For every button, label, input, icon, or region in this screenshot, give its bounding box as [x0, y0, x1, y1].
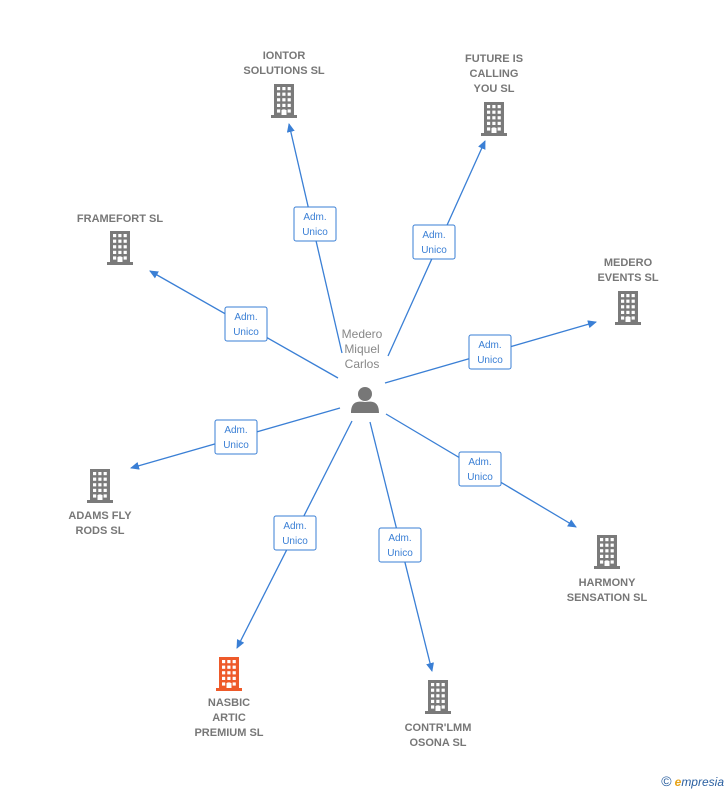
- relation-badge-box: [378, 527, 422, 563]
- relation-badge-box: [458, 451, 502, 487]
- relation-badge-harmony[interactable]: Adm. Unico: [458, 451, 502, 487]
- company-name-adams[interactable]: RODS SL: [76, 525, 125, 537]
- person-name[interactable]: Carlos: [345, 357, 380, 371]
- building-icon-iontor[interactable]: [271, 84, 297, 118]
- relation-label-line: Adm.: [388, 533, 411, 544]
- company-name-nasbic[interactable]: PREMIUM SL: [194, 727, 263, 739]
- building-icon-framefort[interactable]: [107, 231, 133, 265]
- building-icon-harmony[interactable]: [594, 535, 620, 569]
- relation-badge-box: [224, 306, 268, 342]
- relation-label-line: Adm.: [468, 457, 491, 468]
- building-icon-contrlmm[interactable]: [425, 680, 451, 714]
- building-icon-medero-events[interactable]: [615, 291, 641, 325]
- relation-badge-framefort[interactable]: Adm. Unico: [224, 306, 268, 342]
- company-name-harmony[interactable]: HARMONY: [579, 577, 636, 589]
- company-name-medero-events[interactable]: EVENTS SL: [597, 272, 658, 284]
- person-icon[interactable]: [351, 387, 379, 413]
- building-icon-adams[interactable]: [87, 469, 113, 503]
- brand-logo-initial: e: [674, 775, 682, 789]
- relation-label-line: Adm.: [422, 230, 445, 241]
- relation-label-line: Adm.: [303, 212, 326, 223]
- relation-badge-box: [468, 334, 512, 370]
- company-name-adams[interactable]: ADAMS FLY: [68, 510, 132, 522]
- relation-label-line: Unico: [223, 440, 249, 451]
- building-icon-nasbic[interactable]: [216, 657, 242, 691]
- relation-badge-adams[interactable]: Adm. Unico: [214, 419, 258, 455]
- relation-badge-box: [412, 224, 456, 260]
- company-name-medero-events[interactable]: MEDERO: [604, 257, 653, 269]
- relation-label-line: Unico: [302, 227, 328, 238]
- relation-badge-box: [214, 419, 258, 455]
- company-name-contrlmm[interactable]: OSONA SL: [409, 737, 466, 749]
- relation-label-line: Unico: [467, 472, 493, 483]
- relation-label-line: Unico: [387, 548, 413, 559]
- company-name-nasbic[interactable]: ARTIC: [212, 712, 246, 724]
- company-name-nasbic[interactable]: NASBIC: [208, 697, 250, 709]
- relation-label-line: Adm.: [234, 312, 257, 323]
- relation-badge-contrlmm[interactable]: Adm. Unico: [378, 527, 422, 563]
- relation-badge-iontor[interactable]: Adm. Unico: [293, 206, 337, 242]
- relation-label-line: Unico: [233, 327, 259, 338]
- company-name-future[interactable]: FUTURE IS: [465, 53, 523, 65]
- relation-badge-future[interactable]: Adm. Unico: [412, 224, 456, 260]
- relation-label-line: Adm.: [478, 340, 501, 351]
- relation-badge-box: [273, 515, 317, 551]
- building-icon-future[interactable]: [481, 102, 507, 136]
- company-name-iontor[interactable]: SOLUTIONS SL: [243, 65, 325, 77]
- company-name-harmony[interactable]: SENSATION SL: [567, 592, 648, 604]
- relation-label-line: Unico: [421, 245, 447, 256]
- relation-label-line: Adm.: [283, 521, 306, 532]
- relation-label-line: Unico: [477, 355, 503, 366]
- relation-label-line: Adm.: [224, 425, 247, 436]
- company-name-framefort[interactable]: FRAMEFORT SL: [77, 213, 163, 225]
- copyright-symbol: ©: [661, 773, 672, 789]
- relation-badge-nasbic[interactable]: Adm. Unico: [273, 515, 317, 551]
- relation-badge-medero-events[interactable]: Adm. Unico: [468, 334, 512, 370]
- company-name-iontor[interactable]: IONTOR: [263, 50, 306, 62]
- nodes-layer: IONTOR SOLUTIONS SL FUTURE IS CALLING YOU SL…: [68, 50, 658, 749]
- person-name[interactable]: Miquel: [344, 342, 379, 356]
- company-name-future[interactable]: YOU SL: [474, 83, 515, 95]
- company-name-contrlmm[interactable]: CONTR'LMM: [405, 722, 472, 734]
- company-name-future[interactable]: CALLING: [470, 68, 519, 80]
- brand-logo-text: mpresia: [681, 775, 724, 789]
- relation-badge-box: [293, 206, 337, 242]
- relation-label-line: Unico: [282, 536, 308, 547]
- footer-brand: ©empresia: [661, 773, 724, 789]
- person-name[interactable]: Medero: [342, 327, 383, 341]
